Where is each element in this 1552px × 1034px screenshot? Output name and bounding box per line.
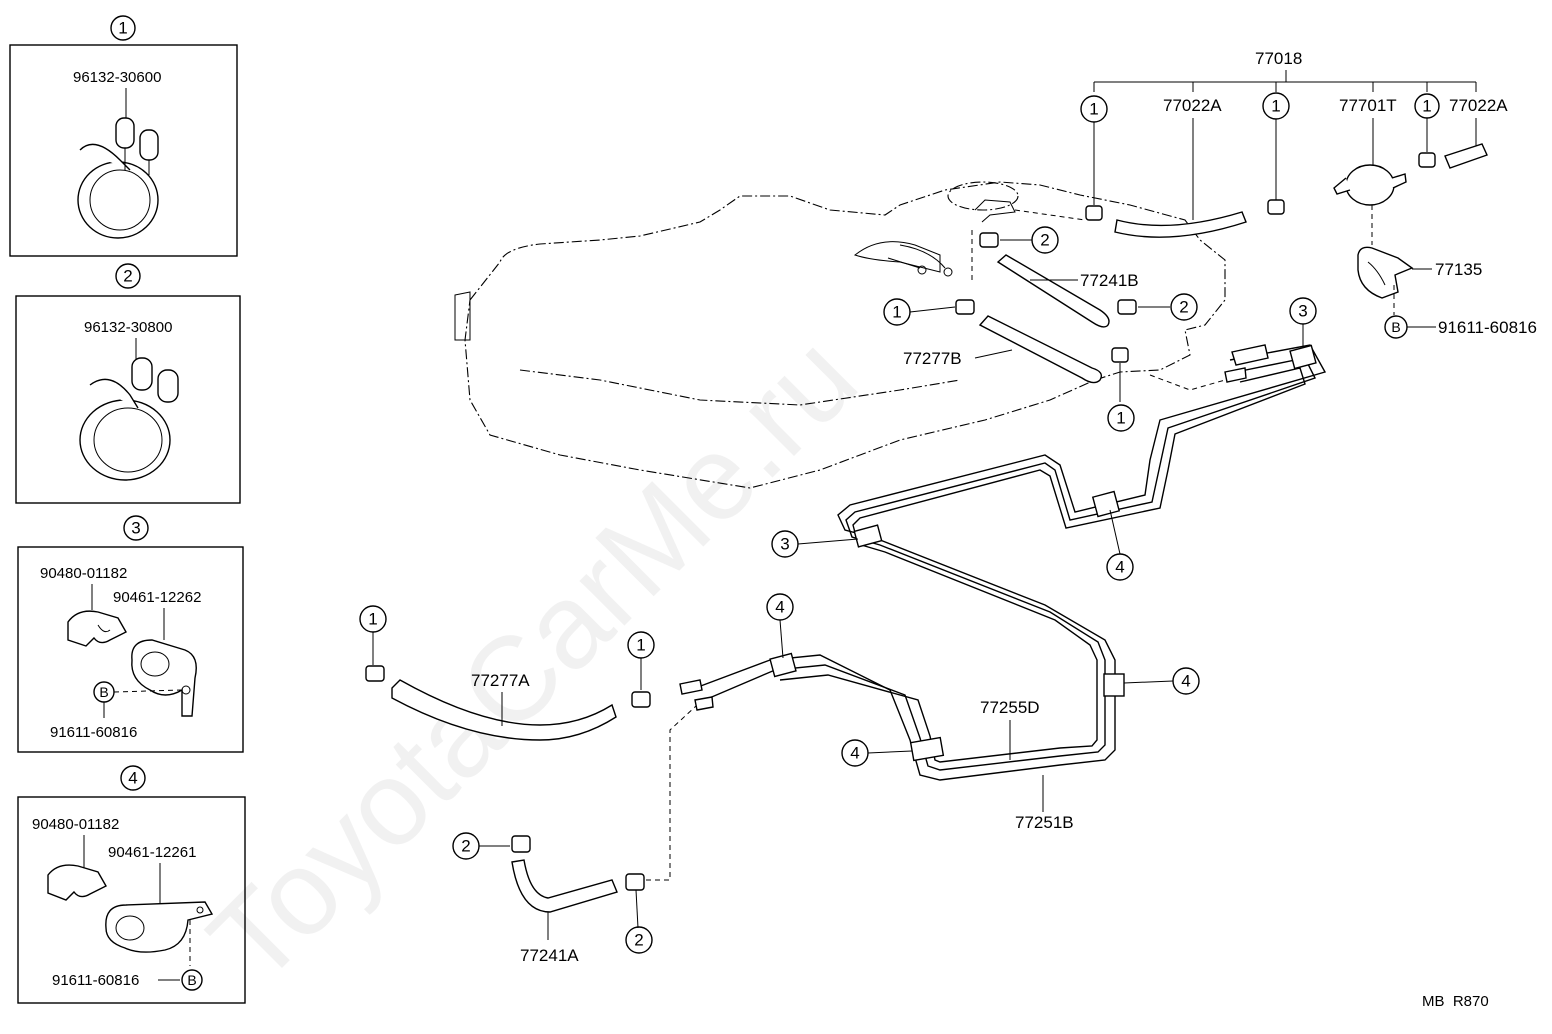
part-label-77701T: 77701T	[1339, 96, 1397, 115]
hose-short-icon	[1444, 143, 1488, 169]
assembly-77018: 77018 1 77022A 1 77701T 1 77022A	[1080, 49, 1537, 339]
callout-clamp-2-d-number: 2	[634, 931, 643, 950]
clamp-icon-6	[955, 299, 975, 315]
clamp-icon-2	[1267, 199, 1285, 215]
inset-3: 3 90480-01182 90461-12262 B 91611-60816	[17, 515, 244, 753]
clamp-icon-3	[1418, 152, 1436, 168]
fuel-filter-icon	[1333, 164, 1407, 206]
inset-4-part-label-3: 91611-60816	[52, 972, 139, 989]
hose-77022A-icon	[1114, 211, 1247, 238]
inset-4: 4 90480-01182 90461-12261 91611-60816 B	[17, 765, 246, 1004]
hose-clamp-large-icon	[79, 357, 179, 481]
part-label-77022A-2: 77022A	[1449, 96, 1508, 115]
inset-4-part-label-2: 90461-12261	[108, 844, 196, 861]
part-label-77018: 77018	[1255, 49, 1302, 68]
callout-bolt-b-letter: B	[1391, 319, 1400, 335]
clamp-small-icon	[67, 610, 127, 647]
inset-3-number: 3	[131, 519, 140, 538]
callout-clamp-2-a-number: 2	[1040, 231, 1049, 250]
part-label-77255D: 77255D	[980, 698, 1040, 717]
part-label-77251B: 77251B	[1015, 813, 1074, 832]
callout-clamp-1-d-number: 1	[892, 303, 901, 322]
hose-77241B-icon	[996, 254, 1110, 328]
callout-clamp-2-b	[1170, 293, 1198, 321]
inset-3-part-label-2: 90461-12262	[113, 589, 201, 606]
callout-clip-4-a-number: 4	[1115, 558, 1124, 577]
inset-1: 1 96132-30600	[9, 15, 238, 257]
callout-clip-4-b-number: 4	[775, 598, 784, 617]
clamp-icon-8	[365, 665, 385, 682]
inset-3-part-label-1: 90480-01182	[40, 565, 127, 582]
inset-1-frame	[9, 44, 238, 257]
callout-clamp-1-g-number: 1	[636, 636, 645, 655]
callout-clip-3-a-number: 3	[1298, 302, 1307, 321]
inset-4-bolt-circle	[181, 969, 203, 991]
part-label-77241B: 77241B	[1080, 271, 1139, 290]
inset-3-part-label-3: 91611-60816	[50, 724, 137, 741]
lower-hoses: 1 77277A 1 2 77241A 2	[359, 605, 697, 965]
inset-4-number-circle	[120, 765, 146, 791]
fuel-lines: 3 4 3 4 4 4 77255D 77251B	[679, 297, 1327, 832]
part-label-91611-60816: 91611-60816	[1438, 318, 1537, 337]
fuel-tank-outline	[454, 181, 1236, 489]
callout-clamp-1-e-number: 1	[1116, 409, 1125, 428]
inset-4-part-label-1: 90480-01182	[32, 816, 119, 833]
callout-clamp-1-f-number: 1	[368, 610, 377, 629]
inset-2-number: 2	[123, 267, 132, 286]
callout-clamp-1-b-number: 1	[1271, 97, 1280, 116]
diagram-code: MB R870	[1422, 993, 1489, 1010]
inset-4-number: 4	[128, 769, 137, 788]
hose-77277B-icon	[978, 315, 1103, 384]
clamp-icon-10	[511, 835, 531, 853]
inset-1-part-label: 96132-30600	[73, 69, 161, 86]
callout-clamp-1-a-number: 1	[1089, 100, 1098, 119]
hose-77241A-icon	[511, 859, 618, 913]
filter-bracket-icon	[1357, 246, 1414, 299]
inset-4-frame	[17, 796, 246, 1004]
tank-hoses: 2 77241B 2 1 77277B 1	[883, 226, 1198, 432]
callout-clip-4-c-number: 4	[1181, 672, 1190, 691]
part-label-77135: 77135	[1435, 260, 1482, 279]
callout-clamp-2-c-number: 2	[461, 837, 470, 856]
inset-2: 2 96132-30800	[15, 263, 241, 504]
inset-2-frame	[15, 295, 241, 504]
hose-clamp-small-icon	[77, 117, 159, 239]
hose-77277A-icon	[391, 679, 617, 741]
inset-1-number: 1	[118, 19, 127, 38]
bracket-clamp-icon	[131, 639, 197, 717]
callout-clamp-1-c-number: 1	[1422, 97, 1431, 116]
clamp-icon-4	[979, 232, 999, 248]
bracket-clamp-icon-2	[105, 901, 214, 953]
inset-3-bolt: B	[99, 684, 108, 700]
inset-3-number-circle	[123, 515, 149, 541]
part-label-77277B: 77277B	[903, 349, 962, 368]
inset-2-number-circle	[115, 263, 141, 289]
clamp-icon-11	[625, 873, 645, 891]
clamp-small-icon-2	[47, 864, 107, 901]
inset-2-part-label: 96132-30800	[84, 319, 172, 336]
inset-3-frame	[17, 546, 244, 753]
callout-clamp-2-b-number: 2	[1179, 298, 1188, 317]
clamp-icon-7	[1111, 347, 1129, 363]
callout-clip-4-d-number: 4	[850, 744, 859, 763]
callout-clamp-2-d	[625, 926, 653, 954]
callout-clip-3-b-number: 3	[780, 535, 789, 554]
part-label-77241A: 77241A	[520, 946, 579, 965]
part-label-77022A-1: 77022A	[1163, 96, 1222, 115]
clamp-icon-9	[631, 691, 651, 708]
inset-1-number-circle	[110, 15, 136, 41]
callout-clamp-1-e	[1107, 404, 1135, 432]
clamp-icon-5	[1117, 299, 1137, 315]
part-label-77277A: 77277A	[471, 671, 530, 690]
clamp-icon	[1085, 205, 1103, 221]
inset-4-bolt: B	[187, 972, 196, 988]
